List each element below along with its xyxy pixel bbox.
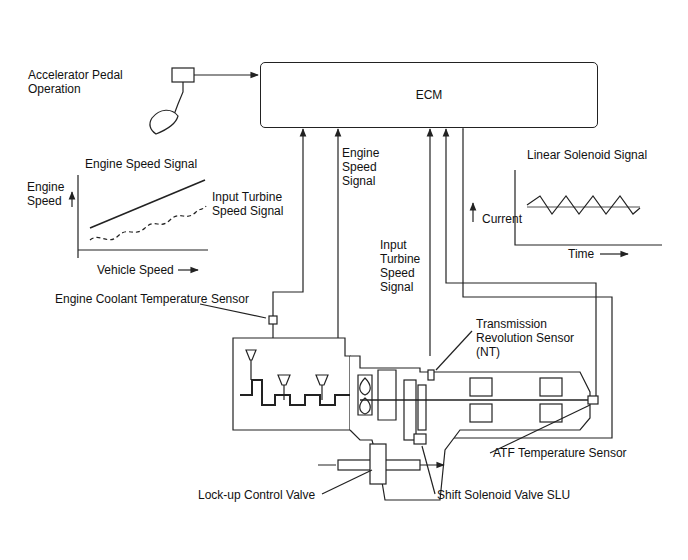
callout-label: Engine Speed bbox=[27, 180, 71, 208]
signal-wire bbox=[446, 129, 596, 400]
engine-speed-line bbox=[90, 180, 205, 228]
clutch-pack bbox=[540, 378, 562, 396]
leader-line bbox=[436, 331, 472, 370]
axis-arrow bbox=[178, 269, 198, 270]
callout-label: Linear Solenoid Signal bbox=[527, 148, 677, 162]
callout-label: Lock-up Control Valve bbox=[198, 488, 338, 502]
callout-label: Time bbox=[568, 247, 598, 261]
leader-line bbox=[200, 304, 266, 318]
callout-label: Engine Speed Signal bbox=[85, 157, 235, 171]
torque-converter bbox=[358, 375, 372, 415]
flow-arrow bbox=[318, 464, 444, 465]
graph-axes bbox=[515, 170, 662, 245]
piston bbox=[316, 375, 328, 400]
callout-label: Shift Solenoid Valve SLU bbox=[437, 488, 607, 502]
callout-label: Accelerator Pedal Operation bbox=[28, 68, 163, 96]
coolant-sensor bbox=[269, 316, 277, 324]
signal-wire bbox=[337, 129, 338, 355]
ecm-box: ECM bbox=[260, 62, 598, 128]
transmission-case bbox=[350, 356, 590, 500]
atf-sensor bbox=[588, 396, 598, 404]
shaft bbox=[360, 399, 590, 401]
callout-label: Transmission Revolution Sensor (NT) bbox=[476, 317, 596, 359]
leader-line bbox=[422, 446, 435, 494]
node-text: ECM bbox=[416, 88, 443, 102]
signal-wire bbox=[273, 129, 303, 322]
leader-line bbox=[322, 470, 372, 494]
gear bbox=[404, 380, 416, 440]
engine-block bbox=[233, 338, 350, 430]
pedal-switch bbox=[172, 68, 194, 82]
leader-line bbox=[490, 405, 590, 453]
foot bbox=[150, 110, 178, 134]
sensor-stem bbox=[272, 324, 273, 338]
callout-label: Engine Coolant Temperature Sensor bbox=[55, 292, 255, 306]
clutch-pack bbox=[470, 378, 492, 396]
graph-axes bbox=[78, 175, 208, 258]
converter-housing bbox=[378, 370, 396, 420]
turbine-speed-line bbox=[90, 206, 206, 240]
axis-arrow bbox=[600, 253, 628, 254]
nt-sensor bbox=[428, 370, 434, 380]
axis-arrow bbox=[472, 203, 473, 222]
callout-label: Vehicle Speed bbox=[97, 263, 177, 277]
signal-wire bbox=[194, 74, 258, 75]
valve-spool bbox=[370, 444, 386, 484]
callout-label: ATF Temperature Sensor bbox=[493, 446, 658, 460]
callout-label: Input Turbine Speed Signal bbox=[380, 238, 426, 294]
gear bbox=[418, 385, 426, 430]
callout-label: Engine Speed Signal bbox=[342, 146, 394, 188]
current-wave bbox=[527, 196, 640, 214]
turbine-vanes bbox=[360, 378, 371, 414]
slu-solenoid bbox=[414, 434, 426, 444]
axis-arrow bbox=[71, 192, 72, 207]
clutch-pack bbox=[470, 404, 492, 422]
crankshaft bbox=[240, 380, 360, 405]
callout-label: Current bbox=[482, 212, 532, 226]
piston bbox=[278, 375, 290, 400]
signal-wire bbox=[429, 129, 430, 356]
callout-label: Input Turbine Speed Signal bbox=[212, 190, 317, 218]
clutch-pack bbox=[540, 404, 562, 422]
piston bbox=[246, 350, 256, 380]
